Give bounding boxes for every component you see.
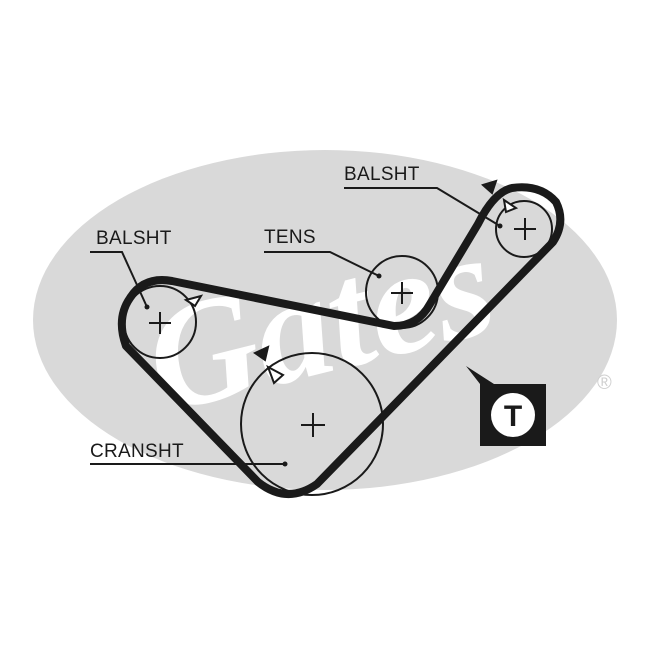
badge-letter: T: [504, 400, 522, 433]
leader-dots: [144, 223, 503, 467]
timing-belt: [117, 183, 565, 498]
leader-tens: [264, 251, 380, 277]
label-balsht-right: BALSHT: [344, 164, 420, 185]
label-cranksht: CRANSHT: [90, 441, 184, 462]
badge-circle: [491, 393, 535, 437]
cross-cranksht: [301, 413, 325, 437]
timing-mark-balsht-right: [502, 197, 519, 214]
cross-tens: [391, 282, 413, 304]
belt-marker-right: [481, 179, 498, 195]
registered-mark: ®: [597, 372, 612, 394]
leader-dot-tens: [376, 273, 382, 279]
leader-dot-balsht-left: [144, 304, 150, 310]
leader-dot-balsht-right: [497, 223, 503, 229]
timing-marks: [183, 179, 519, 385]
leader-lines: [90, 187, 501, 465]
leader-dot-cranksht: [282, 461, 288, 467]
timing-mark-balsht-left: [183, 294, 204, 308]
leader-balsht-left: [90, 251, 148, 308]
pulley-cranksht: [240, 352, 384, 496]
label-tens: TENS: [264, 227, 316, 248]
timing-mark-cranksht: [266, 364, 285, 385]
center-marks: [149, 218, 536, 437]
cross-balsht-right: [514, 218, 536, 240]
cross-balsht-left: [149, 312, 171, 334]
belt-marker-cranksht: [253, 345, 270, 362]
leader-balsht-right: [344, 187, 501, 227]
tensioner-badge: T: [466, 366, 546, 446]
pulley-balsht-right: [495, 200, 553, 258]
label-balsht-left: BALSHT: [96, 228, 172, 249]
